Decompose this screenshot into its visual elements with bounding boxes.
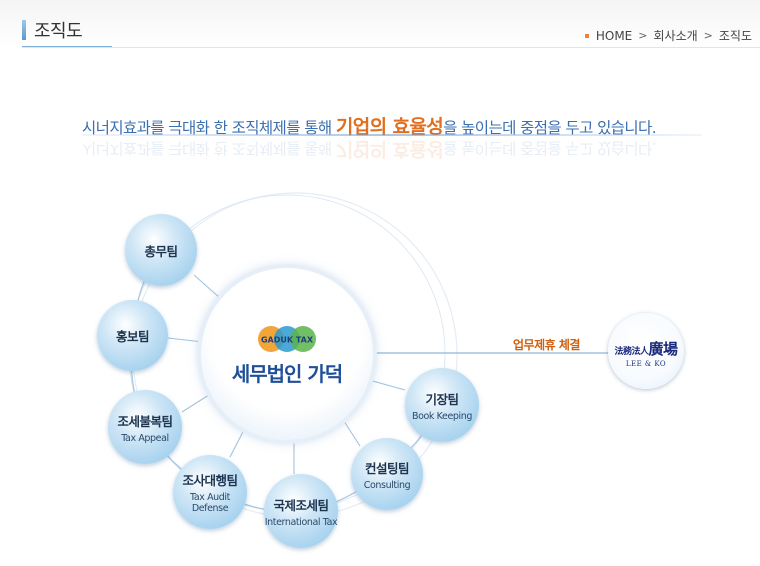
team-node-book-keeping[interactable]: 기장팀 Book Keeping	[405, 368, 479, 442]
team-name: 조사대행팀	[182, 473, 238, 488]
center-company-node	[201, 268, 373, 440]
partner-name-cn-small: 法務法人	[614, 347, 649, 357]
breadcrumb-bullet-icon	[584, 33, 589, 38]
page-title: 조직도	[34, 21, 83, 42]
team-node-tax-audit-defense[interactable]: 조사대행팀 Tax Audit Defense	[173, 455, 247, 529]
title-underline	[22, 46, 112, 47]
chevron-right-icon: >	[703, 29, 713, 42]
partnership-label: 업무제휴 체결	[513, 338, 580, 352]
header-background	[0, 0, 760, 48]
team-node-general-affairs[interactable]: 총무팀	[125, 214, 197, 286]
team-name-en: International Tax	[264, 516, 338, 528]
gaduk-tax-logo: GADUK TAX	[258, 326, 316, 352]
team-name: 조세불복팀	[117, 413, 173, 429]
breadcrumb-section-link[interactable]: 회사소개	[653, 29, 698, 43]
header-divider	[22, 47, 760, 48]
partner-node[interactable]	[608, 313, 684, 389]
team-node-consulting[interactable]: 컨설팅팀 Consulting	[351, 438, 423, 510]
team-node-international-tax[interactable]: 국제조세팀 International Tax	[264, 474, 338, 548]
team-name-en: Tax Audit Defense	[189, 492, 230, 514]
tagline: 시너지효과를 극대화 한 조직체제를 통해 기업의 효율성 을 높이는데 중점을…	[82, 112, 702, 139]
title-bar-marker	[22, 20, 26, 40]
breadcrumb-current: 조직도	[718, 29, 752, 43]
team-node-pr[interactable]: 홍보팀	[97, 300, 168, 371]
svg-text:GADUK TAX: GADUK TAX	[261, 336, 314, 345]
partner-name-cn: 廣場	[648, 340, 679, 358]
breadcrumb-home-link[interactable]: HOME	[595, 28, 633, 43]
tagline-underline	[82, 134, 702, 136]
team-node-tax-appeal[interactable]: 조세불복팀 Tax Appeal	[108, 390, 182, 464]
partner-name-en: LEE & KO	[625, 360, 667, 368]
tagline-after: 을 높이는데 중점을 두고 있습니다.	[443, 119, 657, 137]
team-name-en: Book Keeping	[411, 410, 473, 422]
team-name: 컨설팅팀	[364, 460, 410, 476]
team-name: 총무팀	[144, 243, 178, 259]
team-name: 홍보팀	[115, 329, 150, 344]
company-name: 세무법인 가덕	[231, 362, 343, 386]
tagline-highlight: 기업의 효율성	[335, 116, 444, 138]
chevron-right-icon: >	[638, 29, 648, 42]
team-name: 기장팀	[425, 391, 459, 407]
partner-logo-lee-ko: 法務法人廣場 LEE & KO	[608, 338, 684, 368]
team-name-en: Consulting	[363, 479, 411, 491]
breadcrumb: HOME > 회사소개 > 조직도	[584, 27, 752, 44]
team-name: 국제조세팀	[273, 497, 329, 513]
tagline-before: 시너지효과를 극대화 한 조직체제를 통해	[82, 119, 336, 137]
team-name-en: Tax Appeal	[121, 432, 169, 444]
